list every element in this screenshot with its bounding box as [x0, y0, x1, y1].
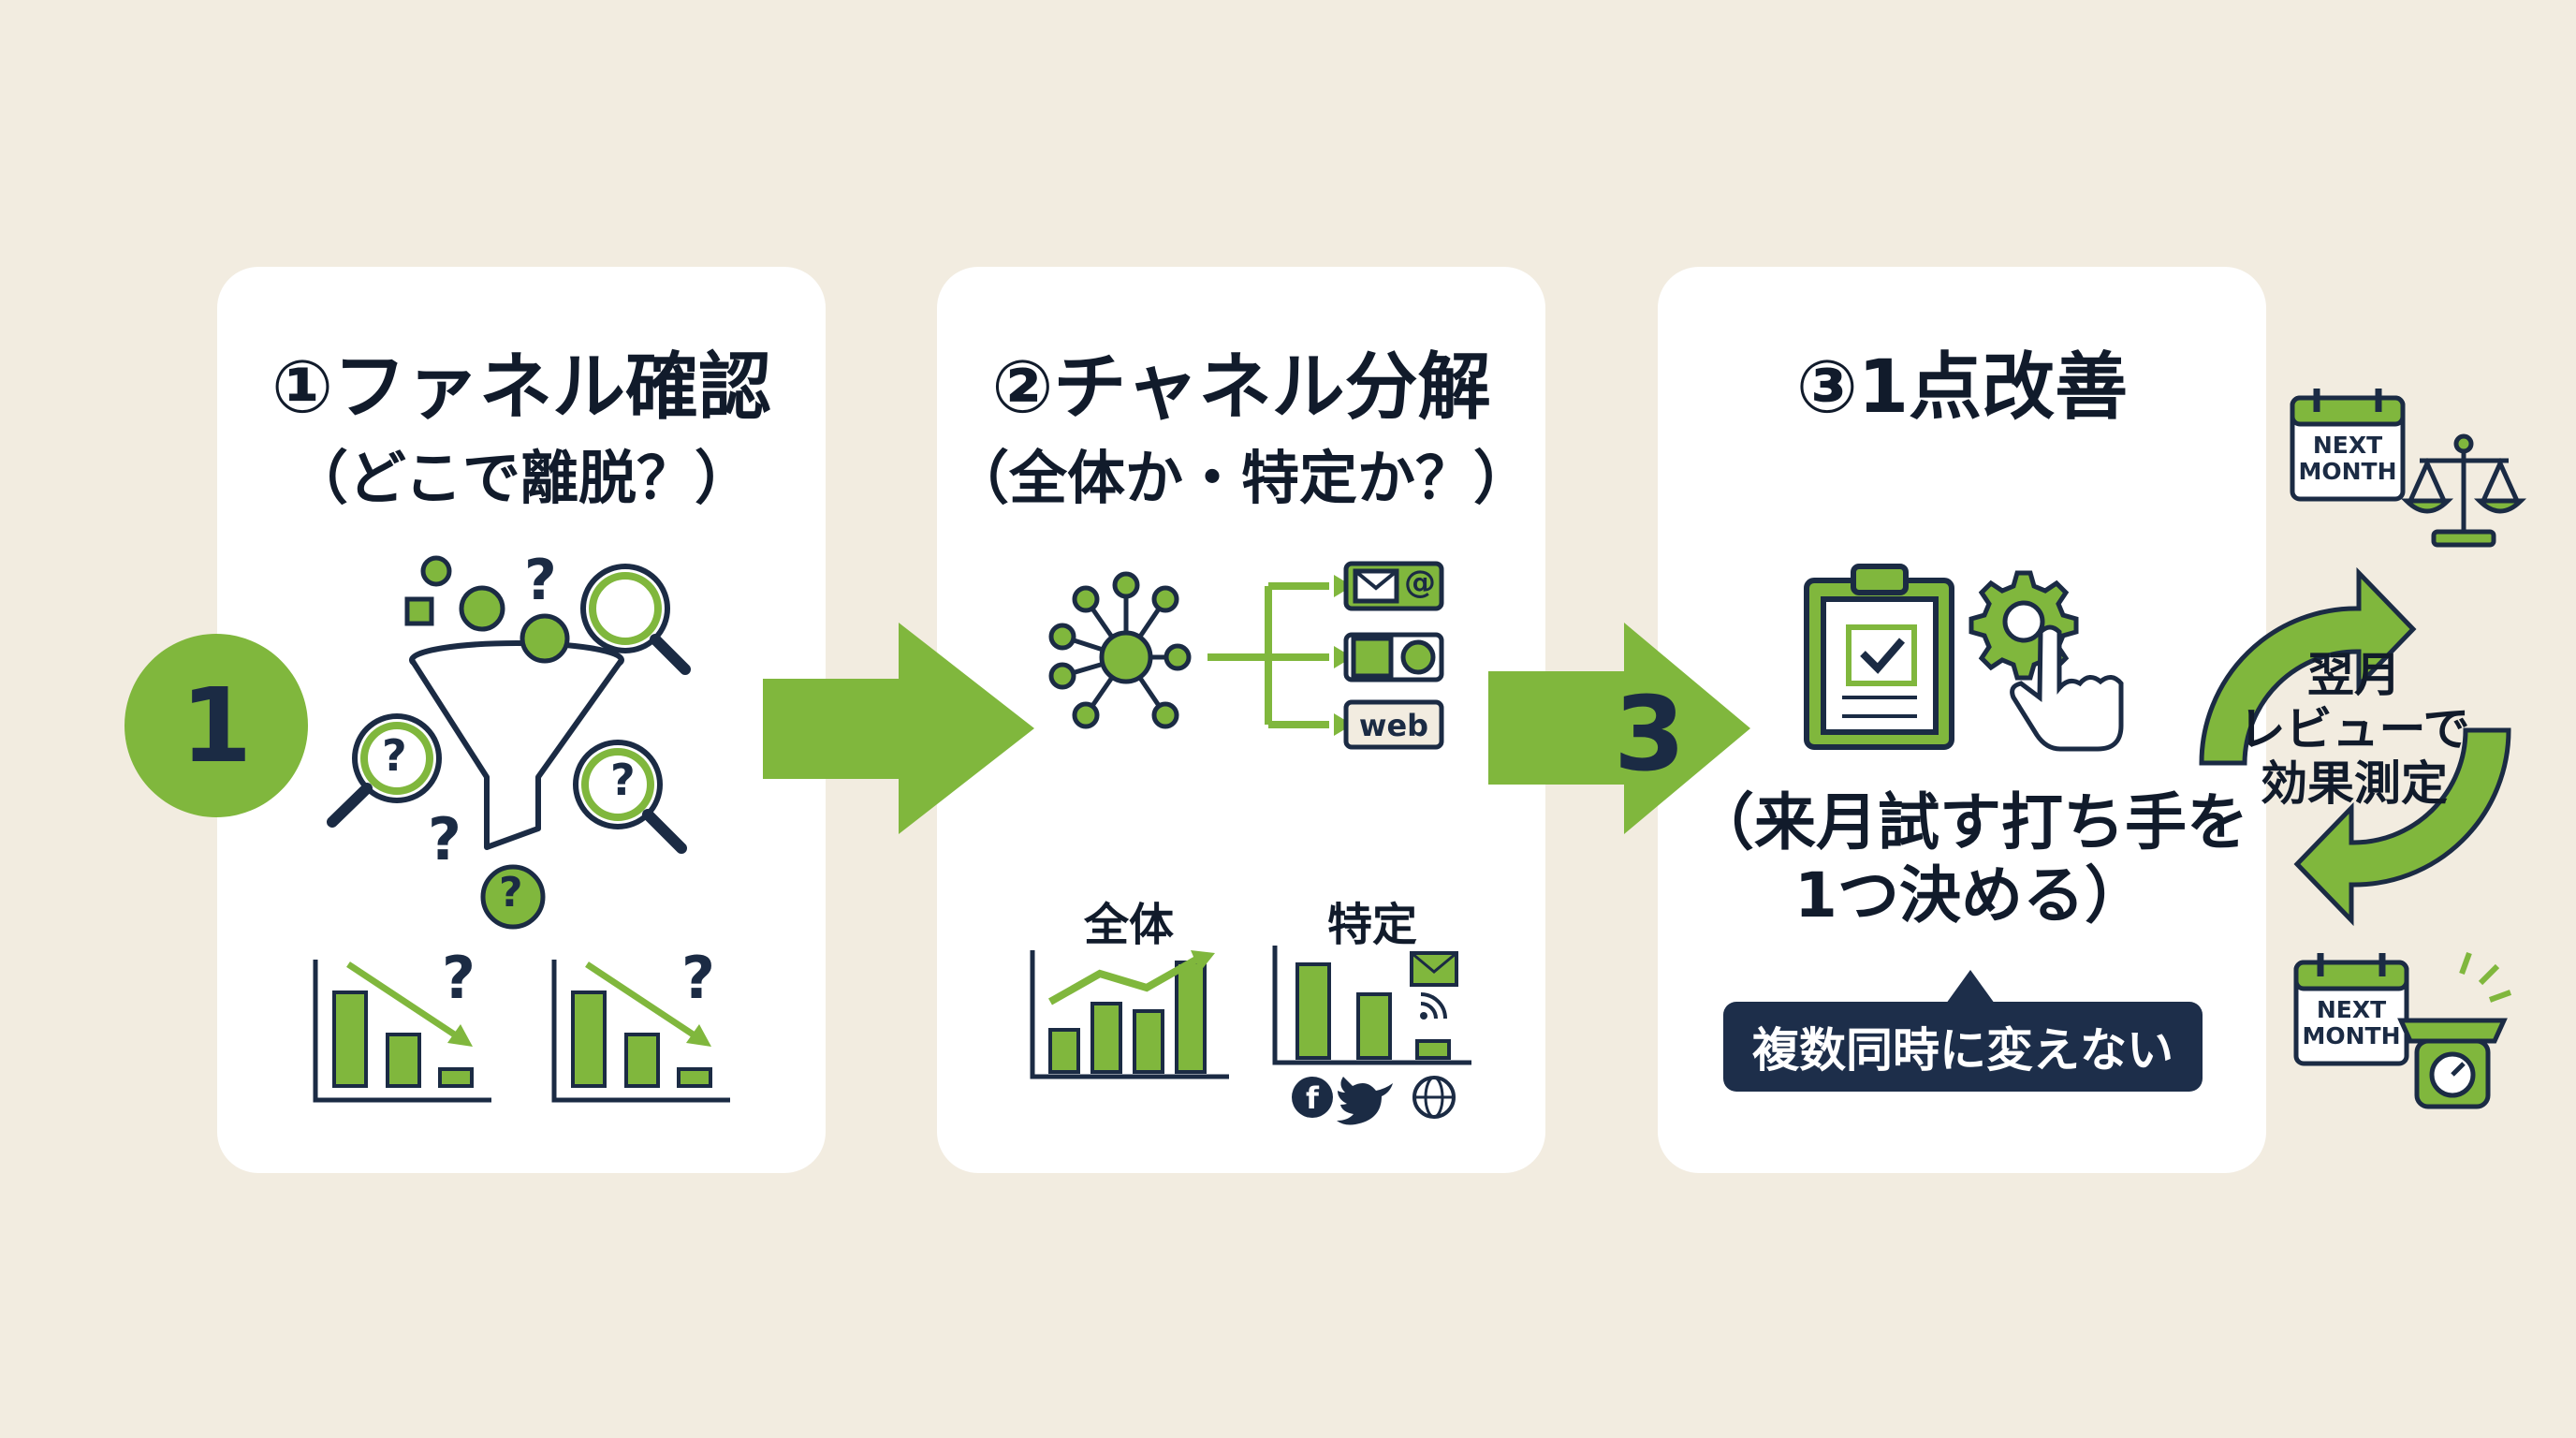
- branch-arrowheads: [1334, 575, 1353, 736]
- social-icons-row: f: [1292, 1076, 1456, 1125]
- calendar-top-line1: NEXT: [2312, 432, 2383, 459]
- facebook-icon: [1351, 636, 1394, 679]
- step-3-text-line1: （来月試す打ち手を: [1692, 786, 2248, 858]
- flow-arrow-1: [763, 623, 1034, 834]
- question-mark-icon: ?: [442, 944, 476, 1012]
- calendar-top-text: NEXT MONTH: [2292, 433, 2403, 485]
- label-overall: 全体: [1084, 899, 1175, 951]
- step-1-title: ①ファネル確認: [271, 345, 772, 430]
- growth-bar-chart-icon: [1030, 950, 1229, 1079]
- svg-text:f: f: [1306, 1080, 1320, 1116]
- branch-arrows: [1208, 582, 1329, 728]
- cycle-line-2: レビューで: [2238, 702, 2470, 756]
- question-mark-icon: ?: [610, 755, 636, 805]
- calendar-icon: [2293, 953, 2409, 1066]
- callout-no-multiple-changes: 複数同時に変えない: [1723, 970, 2203, 1092]
- declining-bar-chart-icon: [313, 960, 491, 1103]
- cycle-line-1: 翌月: [2307, 648, 2401, 702]
- declining-bar-chart-icon: [551, 960, 730, 1103]
- question-mark-icon: ?: [681, 944, 715, 1012]
- twitter-icon: [1337, 1077, 1393, 1125]
- social-icons-box: [1343, 632, 1444, 682]
- magnifier-question-icon: [327, 713, 442, 828]
- rss-icon: [1420, 992, 1447, 1020]
- balance-scale-icon: [2400, 433, 2527, 548]
- flow-arrow-2: [1488, 623, 1750, 834]
- step-1-subtitle: （どこで離脱？）: [289, 444, 754, 512]
- step-1-badge: 1: [124, 634, 308, 817]
- at-symbol: @: [1404, 564, 1436, 601]
- step-2-subtitle: （全体か・特定か？）: [950, 444, 1531, 512]
- cycle-arrows-icon: [2199, 566, 2511, 927]
- calendar-bottom-text: NEXT MONTH: [2296, 997, 2407, 1049]
- hand-pointer-icon: [2010, 624, 2124, 752]
- magnifier-question-icon: [573, 740, 687, 854]
- step-3-text-line2: 1つ決める）: [1794, 859, 2146, 932]
- funnel-particles: [404, 555, 570, 664]
- clipboard-check-icon: [1804, 564, 1954, 750]
- web-icon: [1343, 699, 1444, 750]
- label-specific: 特定: [1327, 899, 1418, 951]
- step-3-badge: 3: [1614, 674, 1686, 794]
- cycle-line-3: 効果測定: [2261, 756, 2448, 811]
- funnel-icon: [409, 640, 624, 850]
- question-mark-icon: ?: [524, 548, 557, 613]
- question-mark-icon: ?: [428, 805, 461, 873]
- step-2-title: ②チャネル分解: [991, 345, 1491, 430]
- weighing-scale-icon: [2397, 951, 2512, 1109]
- question-mark-icon: ?: [499, 869, 523, 917]
- question-badge-icon: [480, 864, 546, 930]
- step-3-title: ③1点改善: [1795, 345, 2129, 430]
- calendar-icon: [2290, 389, 2406, 502]
- magnifier-question-icon: [580, 564, 691, 675]
- step-card-channel: ②チャネル分解 （全体か・特定か？）: [937, 267, 1545, 1173]
- cycle-review-text: 翌月 レビューで 効果測定: [2232, 648, 2476, 811]
- calendar-bottom-line2: MONTH: [2302, 1022, 2401, 1049]
- step-card-funnel: ①ファネル確認 （どこで離脱？）: [217, 267, 826, 1173]
- specific-bar-chart-icon: [1272, 946, 1471, 1065]
- question-mark-icon: ?: [382, 730, 407, 781]
- network-node-icon: [1048, 571, 1192, 729]
- facebook-icon: [1292, 1077, 1333, 1118]
- calendar-bottom-line1: NEXT: [2316, 996, 2387, 1023]
- email-icon: [1343, 561, 1444, 611]
- web-label: web: [1358, 708, 1429, 743]
- phone-icon: [1400, 639, 1436, 675]
- calendar-top-line2: MONTH: [2298, 458, 2397, 485]
